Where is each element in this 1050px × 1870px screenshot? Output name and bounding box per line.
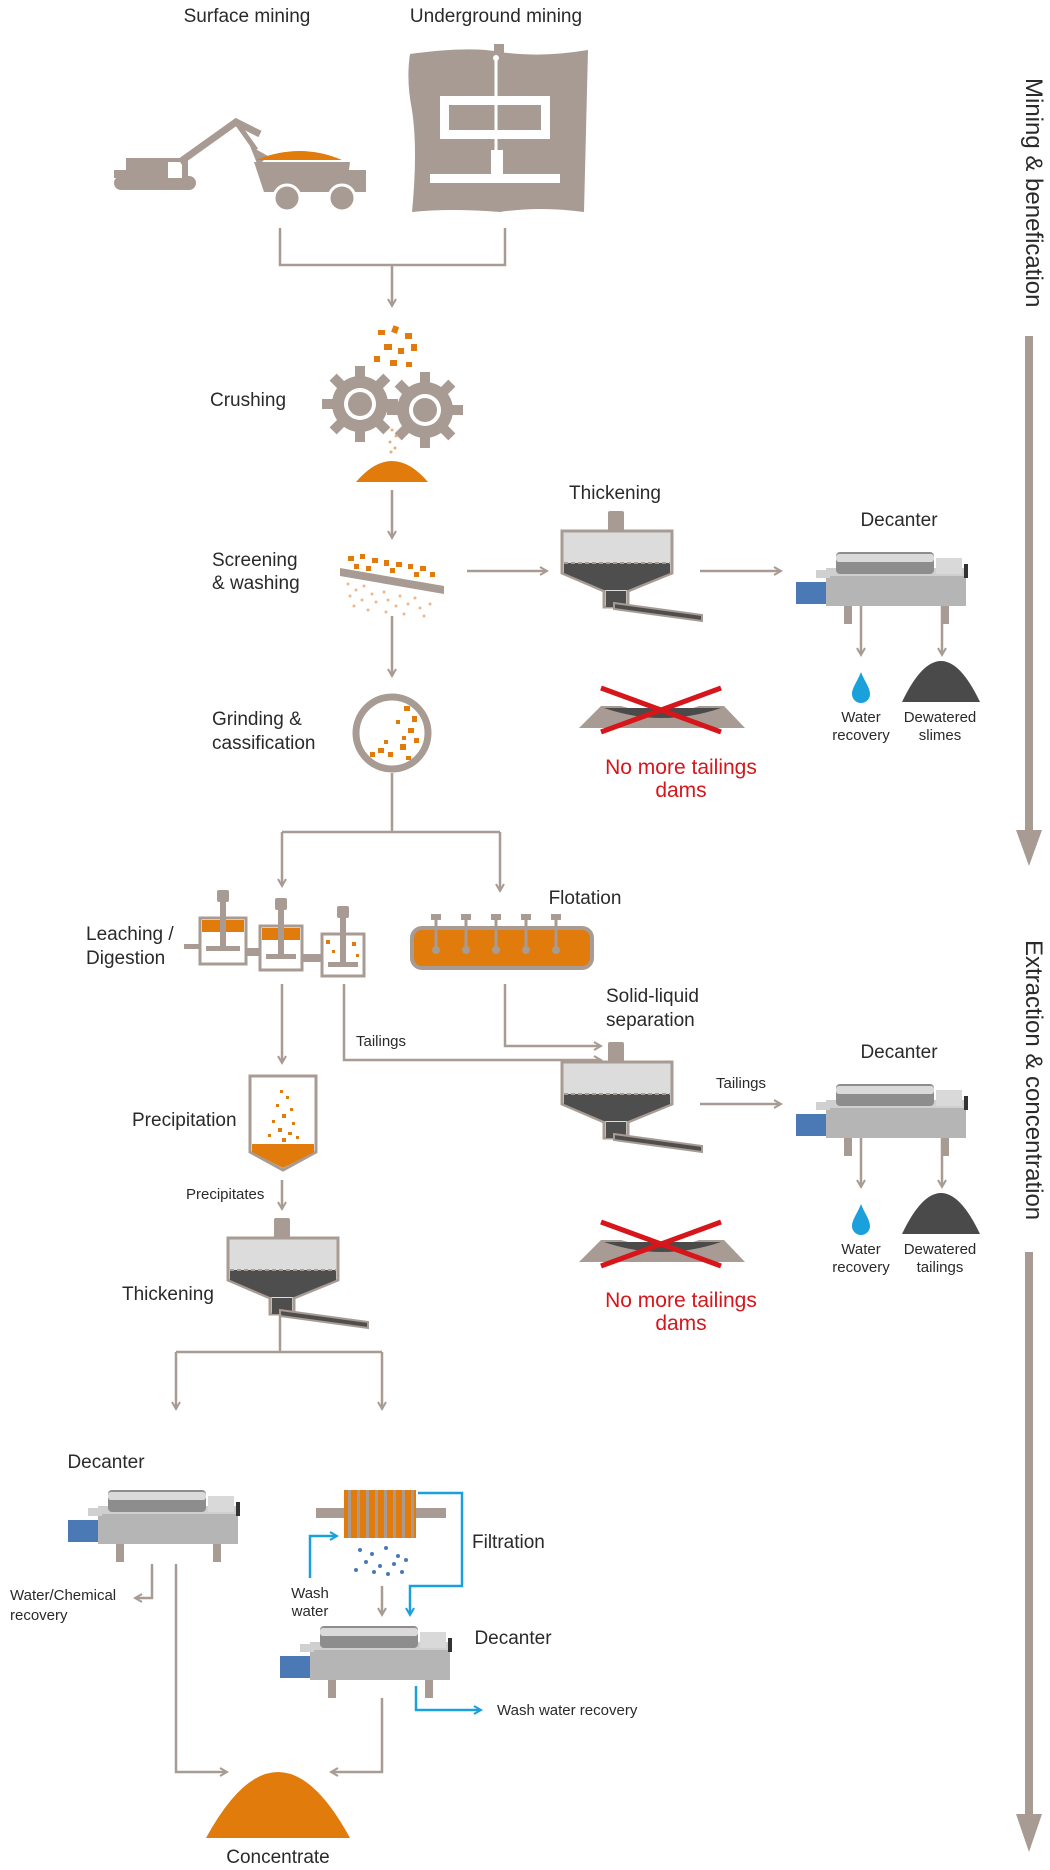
label-solid-liquid-1: Solid-liquid (606, 986, 699, 1007)
decanter-icon-4 (280, 1626, 452, 1698)
side-bar: Mining & benefication Extraction & conce… (1016, 78, 1047, 1852)
label-wash-water-recovery: Wash water recovery (497, 1702, 638, 1719)
underground-mine-icon (408, 44, 588, 212)
label-screening-2: & washing (212, 573, 300, 594)
label-surface-mining: Surface mining (184, 6, 311, 27)
crossed-tailings-dam-icon (579, 688, 745, 732)
side-arrow-mining (1016, 336, 1042, 866)
label-precipitates: Precipitates (186, 1186, 264, 1203)
label-leaching-2: Digestion (86, 948, 165, 969)
tailings-pile-icon (902, 1193, 980, 1234)
thickener-icon (560, 509, 704, 623)
label-dewatered-tailings-a: Dewatered (904, 1241, 977, 1258)
decanter-icon-3 (68, 1490, 240, 1562)
concentrate-pile-icon (206, 1772, 350, 1838)
side-label-extraction: Extraction & concentration (1020, 940, 1047, 1220)
label-wash-water-2: water (291, 1603, 329, 1620)
label-concentrate: Concentrate (226, 1847, 330, 1868)
label-tailings-1: Tailings (356, 1033, 406, 1050)
label-decanter-1: Decanter (860, 510, 938, 531)
slimes-pile-icon (902, 661, 980, 702)
label-flotation: Flotation (549, 888, 622, 909)
label-dewatered-slimes-b: slimes (919, 727, 962, 744)
label-leaching-1: Leaching / (86, 924, 174, 945)
filter-press-icon (316, 1490, 446, 1576)
label-no-tailings-2b: dams (655, 1312, 706, 1335)
label-water-chem-1: Water/Chemical (10, 1587, 116, 1604)
label-decanter-4: Decanter (474, 1628, 552, 1649)
label-crushing: Crushing (210, 390, 286, 411)
crusher-icon (322, 325, 463, 482)
label-water-chem-2: recovery (10, 1607, 68, 1624)
label-decanter-2: Decanter (860, 1042, 938, 1063)
label-water-recovery-1a: Water (841, 709, 880, 726)
solid-liquid-thickener-icon (560, 1040, 704, 1154)
grinding-mill-icon (352, 693, 432, 773)
label-water-recovery-2a: Water (841, 1241, 880, 1258)
label-grinding-1: Grinding & (212, 709, 302, 730)
label-water-recovery-1b: recovery (832, 727, 890, 744)
label-tailings-2: Tailings (716, 1075, 766, 1092)
label-screening-1: Screening (212, 550, 298, 571)
label-no-tailings-1b: dams (655, 779, 706, 802)
label-solid-liquid-2: separation (606, 1010, 695, 1031)
flotation-cell-icon (410, 914, 594, 970)
label-no-tailings-2a: No more tailings (605, 1289, 757, 1312)
label-underground-mining: Underground mining (410, 6, 582, 27)
label-grinding-2: cassification (212, 733, 316, 754)
thickener-icon-2 (226, 1216, 370, 1330)
label-water-recovery-2b: recovery (832, 1259, 890, 1276)
precipitation-vessel-icon (248, 1074, 318, 1172)
label-no-tailings-1a: No more tailings (605, 756, 757, 779)
label-decanter-3: Decanter (67, 1452, 145, 1473)
screen-icon (340, 554, 444, 618)
label-wash-water-1: Wash (291, 1585, 329, 1602)
water-drop-icon (852, 672, 870, 703)
excavator-truck-icon (114, 117, 366, 213)
leaching-tanks-icon (184, 890, 366, 978)
label-precipitation: Precipitation (132, 1110, 237, 1131)
label-dewatered-tailings-b: tailings (917, 1259, 964, 1276)
label-filtration: Filtration (472, 1532, 545, 1553)
water-drop-icon-2 (852, 1204, 870, 1235)
label-dewatered-slimes-a: Dewatered (904, 709, 977, 726)
label-thickening-2: Thickening (122, 1284, 214, 1305)
label-thickening-1: Thickening (569, 483, 661, 504)
side-arrow-extraction (1016, 1252, 1042, 1852)
crossed-tailings-dam-icon-2 (579, 1222, 745, 1266)
side-label-mining: Mining & benefication (1020, 78, 1047, 307)
